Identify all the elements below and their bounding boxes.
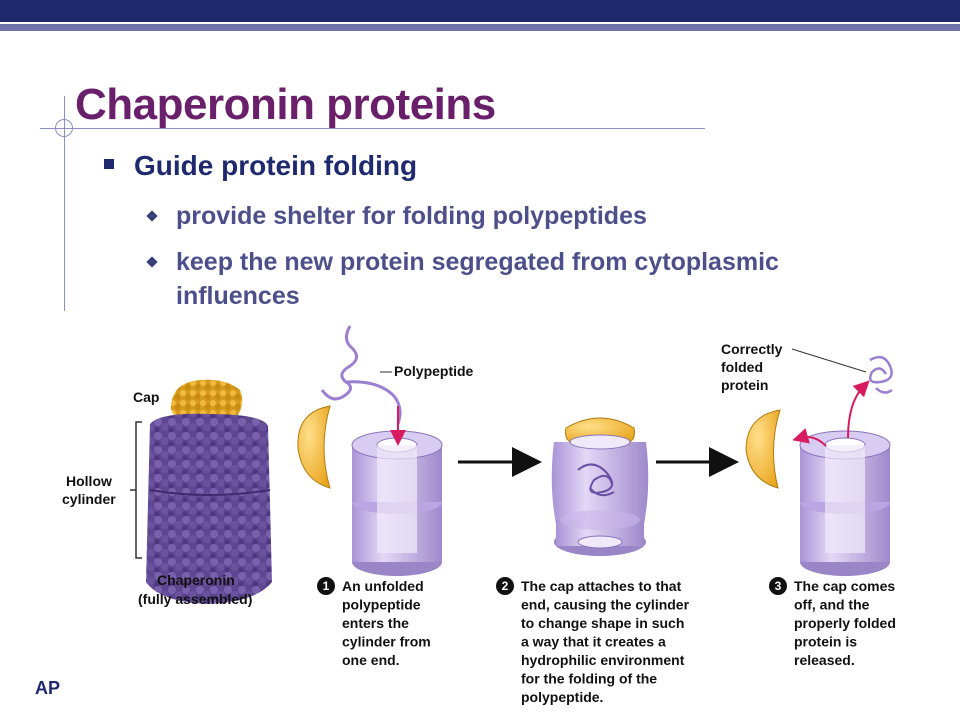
cap-label: Cap	[133, 389, 159, 405]
step-caption-line: off, and the	[794, 597, 870, 613]
top-bar-line	[0, 24, 960, 31]
cap-model	[170, 379, 243, 418]
cap-release-arrow	[792, 428, 827, 447]
step-captions: 1 An unfolded polypeptide enters the cylinde…	[317, 577, 896, 705]
polypeptide-entry	[345, 380, 402, 425]
slide-title: Chaperonin proteins	[75, 80, 496, 129]
step-caption-line: to change shape in such	[521, 615, 684, 631]
step-number-badge	[317, 577, 335, 595]
step-number: 3	[775, 579, 782, 593]
polypeptide-label: Polypeptide	[394, 363, 474, 379]
chaperonin-figure: Cap Hollow cylinder Chaperonin (fully as…	[62, 325, 896, 705]
cylinder-model	[146, 413, 272, 604]
cylinder-step-3	[799, 430, 891, 576]
cylinder-model-seam	[149, 489, 271, 496]
step-number: 1	[323, 579, 330, 593]
step-number: 2	[502, 579, 509, 593]
sub-bullet-text: keep the new protein segregated from cyt…	[176, 248, 779, 310]
sub-bullet-text: provide shelter for folding polypeptides	[176, 202, 647, 230]
step-caption-line: polypeptide.	[521, 689, 603, 705]
diamond-bullet-icon	[146, 210, 158, 222]
folded-protein	[869, 355, 893, 394]
step-caption-line: end, causing the cylinder	[521, 597, 690, 613]
correct-label-line2: folded	[721, 359, 763, 375]
cap-step-3	[745, 409, 781, 489]
correct-label-line3: protein	[721, 377, 768, 393]
sub-bullet-1: provide shelter for folding polypeptides	[146, 199, 848, 233]
correct-leader	[791, 348, 867, 373]
chaperonin-model	[146, 379, 272, 604]
cap-step-1	[297, 405, 331, 489]
step-caption-line: for the folding of the	[521, 671, 657, 687]
left-rule	[64, 96, 65, 311]
step-caption-line: released.	[794, 652, 855, 668]
step-caption-line: polypeptide	[342, 597, 421, 613]
chaperonin-label: Chaperonin	[157, 572, 235, 588]
step-caption-line: The cap comes	[794, 578, 895, 594]
hollow-bracket	[130, 421, 142, 559]
title-rule	[40, 128, 705, 129]
diamond-bullet-icon	[146, 256, 158, 268]
main-bullet: Guide protein folding	[104, 150, 417, 182]
step-caption-line: enters the	[342, 615, 409, 631]
step-caption-line: An unfolded	[342, 578, 424, 594]
step-caption-line: The cap attaches to that	[521, 578, 682, 594]
main-bullet-text: Guide protein folding	[134, 150, 418, 181]
step-caption-line: cylinder from	[342, 634, 431, 650]
step-number-badge	[769, 577, 787, 595]
step-caption-line: protein is	[794, 634, 857, 650]
cylinder-step-1	[351, 430, 443, 576]
step-number-badge	[496, 577, 514, 595]
hollow-label-line2: cylinder	[62, 491, 116, 507]
step-caption-line: properly folded	[794, 615, 896, 631]
polypeptide-strand	[320, 325, 358, 401]
step-caption-line: one end.	[342, 652, 400, 668]
rule-crosshair-circle	[55, 119, 73, 137]
top-bar	[0, 0, 960, 22]
step-caption-line: a way that it creates a	[521, 634, 666, 650]
correct-label-line1: Correctly	[721, 341, 783, 357]
step-caption-line: hydrophilic environment	[521, 652, 685, 668]
sub-bullet-2: keep the new protein segregated from cyt…	[146, 245, 788, 313]
footer-label: AP	[35, 678, 61, 698]
release-arrow	[847, 380, 870, 439]
square-bullet-icon	[104, 159, 114, 169]
assembled-label: (fully assembled)	[138, 591, 252, 607]
hollow-label-line1: Hollow	[66, 473, 112, 489]
cylinder-step-2	[551, 417, 649, 556]
